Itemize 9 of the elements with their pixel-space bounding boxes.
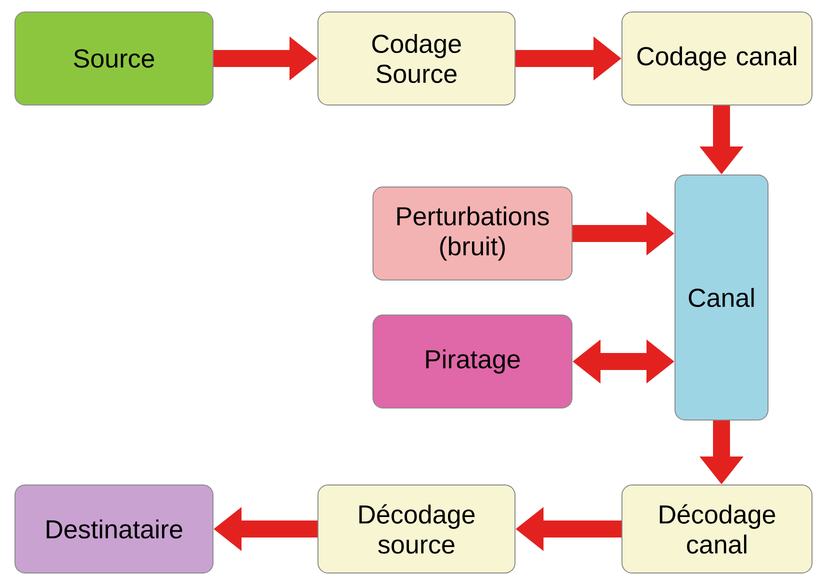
- process-box: Décodage canal: [622, 484, 812, 574]
- process-box: Codage Source: [318, 12, 516, 106]
- process-box: Décodage source: [318, 484, 516, 574]
- process-box: Codage canal: [622, 12, 812, 106]
- process-box: Piratage: [372, 314, 572, 408]
- destination-box: Destinataire: [14, 484, 214, 574]
- process-box: Perturbations (bruit): [372, 186, 572, 280]
- channel-box: Canal: [674, 174, 768, 420]
- source-box: Source: [14, 12, 214, 106]
